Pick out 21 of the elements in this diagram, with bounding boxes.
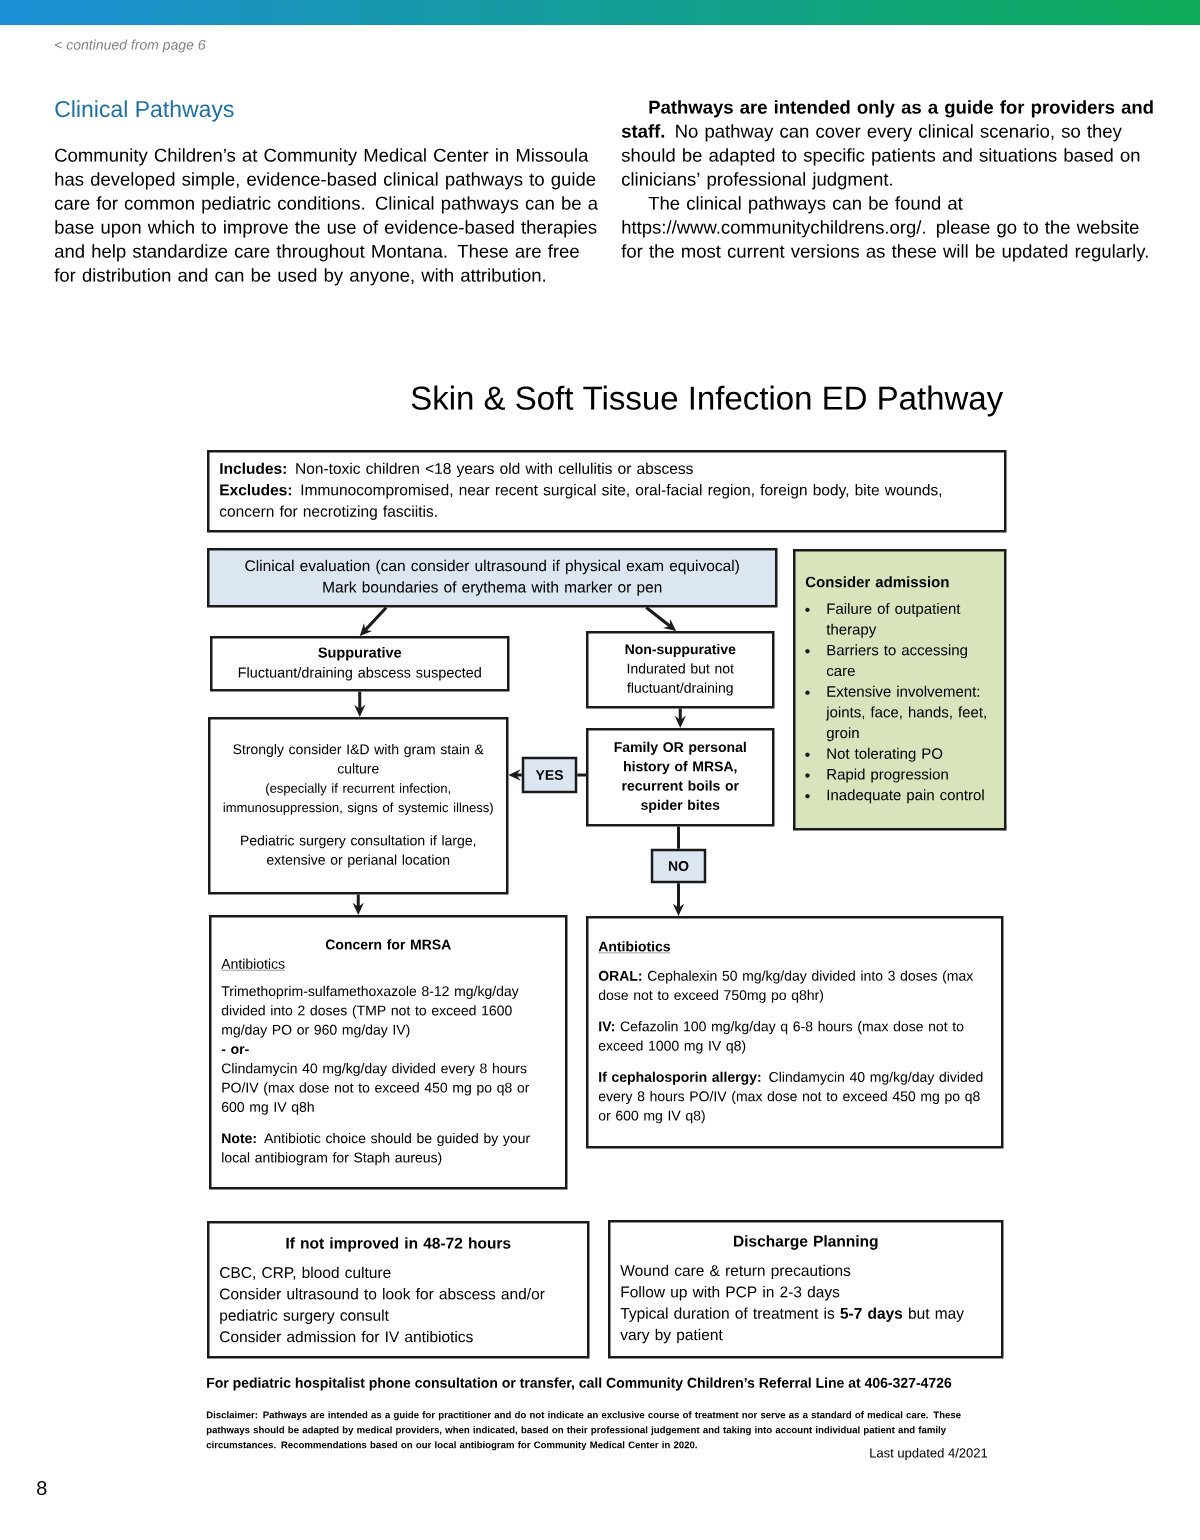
note-box: Discharge Planning Wound care & return precautions Follow up with PCP in 2-3 days Typical duration of treatment is 5-7 days but may vary by patient xyxy=(608,1220,1004,1359)
paragraph: Community Children’s at Community Medical Center in Missoula has developed simple, evidence-based clinical pathways to guide care for common pediatric conditions. Clinical pathways can be a base upon which to improve the use of evidence-based therapies and help standardize care throughout Montana. These are free for distribution and can be used by anyone, with attribution. xyxy=(54,148,599,286)
note-box: If not improved in 48-72 hours CBC, CRP, blood culture Consider ultrasound to look for abscess and/or pediatric surgery consult Consider admission for IV antibiotics xyxy=(207,1221,590,1359)
criteria-box: Includes: Non-toxic children <18 years old with cellulitis or abscess Excludes: Immunocompromised, near recent surgical site, oral-facial region, foreign body, bite wounds, concern for necrotizing fasciitis. xyxy=(207,450,1007,533)
process-box: Non-suppurative Indurated but not fluctuant/draining xyxy=(586,631,775,709)
section-heading: Clinical Pathways xyxy=(55,100,234,122)
referral-note: For pediatric hospitalist phone consultation or transfer, call Community Children’s Referral Line at 406-327-4726 xyxy=(207,1377,952,1391)
paragraph: Pathways are intended only as a guide for providers and staff. No pathway can cover every clinical scenario, so they should be adapted to specific patients and situations based on clinicians’ professional judgment. xyxy=(621,100,1153,190)
decision-box: Family OR personal history of MRSA, recurrent boils or spider bites xyxy=(586,728,775,827)
decision-label-box: YES xyxy=(521,756,578,794)
page-number: 8 xyxy=(37,1480,47,1496)
paragraph: The clinical pathways can be found at https://www.communitychildrens.org/. please go to the website for the most current versions as these will be updated regularly. xyxy=(621,196,1148,262)
note-box: Consider admission Failure of outpatient therapy Barriers to accessing care Extensive involvement: joints, face, hands, feet, groin Not tolerating PO Rapid progression Inadequate pain control xyxy=(793,549,1007,831)
process-box: Suppurative Fluctuant/draining abscess suspected xyxy=(210,636,510,692)
treatment-box: Concern for MRSA Antibiotics Trimethoprim-sulfamethoxazole 8-12 mg/kg/day divided into 2 doses (TMP not to exceed 1600 mg/day PO or 960 mg/day IV) - or- Clindamycin 40 mg/kg/day divided every 8 hours PO/IV (max dose not to exceed 450 mg po q8 or 600 mg IV q8h Note: Antibiotic choice should be guided by your local antibiogram for Staph aureus) xyxy=(209,915,568,1190)
diagram-title: Skin & Soft Tissue Infection ED Pathway xyxy=(411,385,1004,417)
decision-label-box: NO xyxy=(650,848,707,884)
treatment-box: Antibiotics ORAL: Cephalexin 50 mg/kg/day divided into 3 doses (max dose not to exceed 750mg po q8hr) IV: Cefazolin 100 mg/kg/day q 6-8 hours (max dose not to exceed 1000 mg IV q8) If cephalosporin allergy: Clindamycin 40 mg/kg/day divided every 8 hours PO/IV (max dose not to exceed 450 mg po q8 or 600 mg IV q8) xyxy=(586,916,1004,1149)
process-box: Strongly consider I&D with gram stain & culture (especially if recurrent infection, immunosuppression, signs of systemic illness) Pediatric surgery consultation if large, extensive or perianal location xyxy=(208,717,509,895)
page-note: < continued from page 6 xyxy=(55,39,206,53)
process-box: Clinical evaluation (can consider ultrasound if physical exam equivocal) Mark boundaries of erythema with marker or pen xyxy=(207,548,778,608)
